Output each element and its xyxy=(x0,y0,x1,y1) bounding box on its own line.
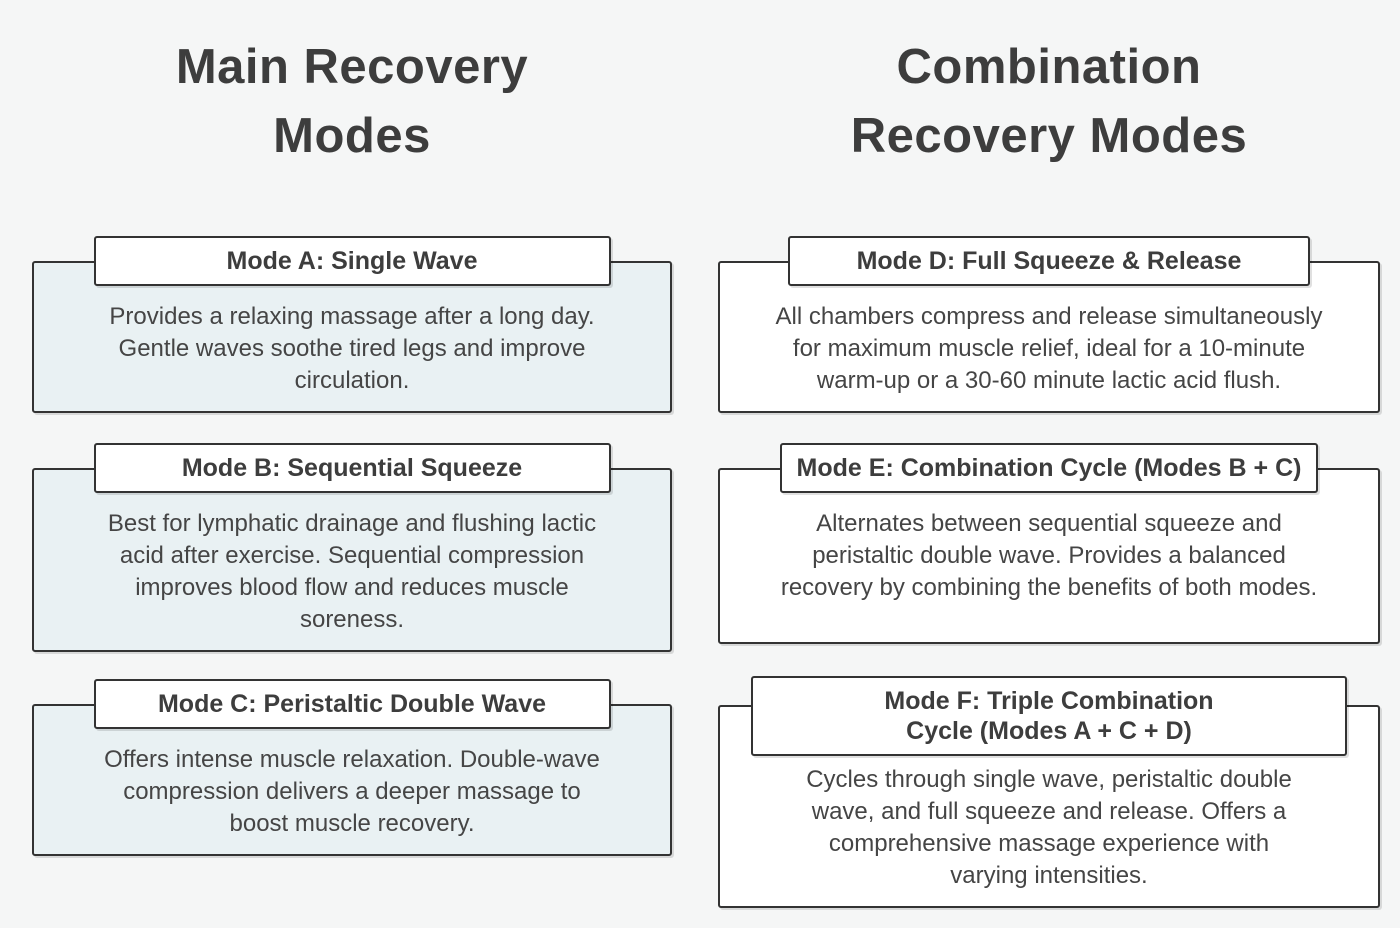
mode-a-title: Mode A: Single Wave xyxy=(93,236,611,286)
mode-c-title: Mode C: Peristaltic Double Wave xyxy=(93,679,611,729)
mode-f-title: Mode F: Triple Combination Cycle (Modes … xyxy=(751,676,1347,756)
mode-c-card: Mode C: Peristaltic Double Wave Offers i… xyxy=(32,679,672,856)
mode-b-card: Mode B: Sequential Squeeze Best for lymp… xyxy=(32,443,672,652)
mode-b-description: Best for lymphatic drainage and flushing… xyxy=(32,468,672,652)
mode-e-description: Alternates between sequential squeeze an… xyxy=(718,468,1380,644)
mode-b-title: Mode B: Sequential Squeeze xyxy=(93,443,611,493)
mode-d-title: Mode D: Full Squeeze & Release xyxy=(788,236,1310,286)
mode-a-description: Provides a relaxing massage after a long… xyxy=(32,261,672,413)
mode-e-title: Mode E: Combination Cycle (Modes B + C) xyxy=(779,443,1319,493)
mode-d-description: All chambers compress and release simult… xyxy=(718,261,1380,413)
mode-c-description: Offers intense muscle relaxation. Double… xyxy=(32,704,672,856)
mode-e-card: Mode E: Combination Cycle (Modes B + C) … xyxy=(718,443,1380,644)
combination-modes-heading: Combination Recovery Modes xyxy=(850,40,1248,163)
mode-f-card: Mode F: Triple Combination Cycle (Modes … xyxy=(718,676,1380,908)
mode-d-card: Mode D: Full Squeeze & Release All chamb… xyxy=(718,236,1380,413)
main-modes-heading: Main Recovery Modes xyxy=(175,40,529,163)
main-recovery-modes-column: Main Recovery Modes Mode A: Single Wave … xyxy=(32,0,672,856)
combination-recovery-modes-column: Combination Recovery Modes Mode D: Full … xyxy=(718,0,1380,908)
mode-a-card: Mode A: Single Wave Provides a relaxing … xyxy=(32,236,672,413)
